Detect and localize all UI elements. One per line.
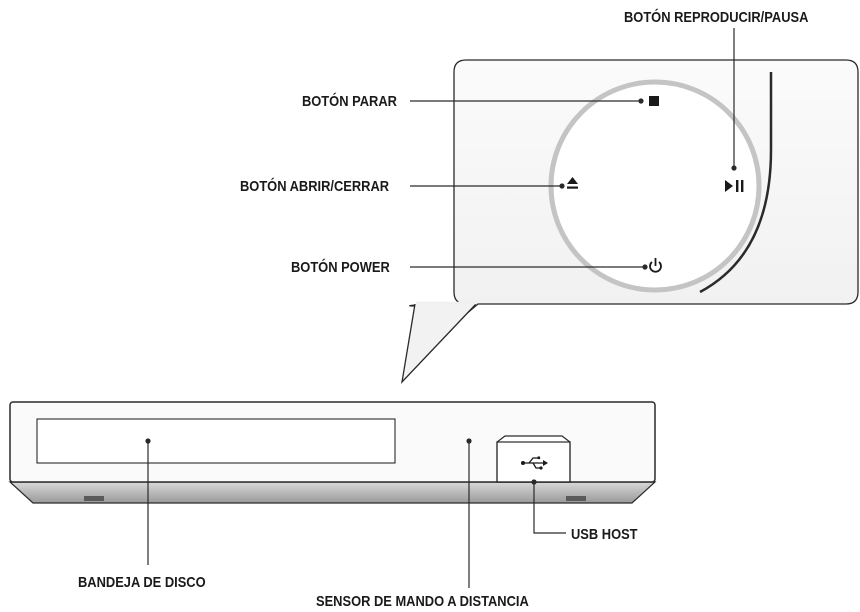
usb-leader: [533, 482, 566, 534]
usb-cover[interactable]: [496, 435, 571, 483]
play-pause-icon[interactable]: [725, 180, 744, 192]
panel-front-curve: [699, 72, 773, 294]
label-stop: BOTÓN PARAR: [302, 91, 397, 109]
label-open-close: BOTÓN ABRIR/CERRAR: [240, 176, 389, 194]
usb-icon: [521, 456, 548, 470]
callout-tail: [401, 301, 477, 384]
label-play-pause: BOTÓN REPRODUCIR/PAUSA: [624, 7, 808, 25]
stop-leader-dot: [638, 98, 644, 104]
power-leader-dot: [642, 264, 648, 270]
disc-tray[interactable]: [36, 418, 396, 464]
player-base: [8, 481, 657, 504]
label-disc-tray: BANDEJA DE DISCO: [78, 573, 206, 590]
eject-icon[interactable]: [567, 177, 578, 189]
open-close-leader-dot: [559, 183, 565, 189]
play-pause-leader-dot: [731, 165, 737, 171]
power-icon[interactable]: [649, 258, 662, 273]
label-remote-sensor: SENSOR DE MANDO A DISTANCIA: [316, 592, 529, 609]
stop-icon[interactable]: [649, 96, 659, 106]
label-power: BOTÓN POWER: [291, 257, 390, 275]
label-usb-host: USB HOST: [571, 525, 638, 542]
